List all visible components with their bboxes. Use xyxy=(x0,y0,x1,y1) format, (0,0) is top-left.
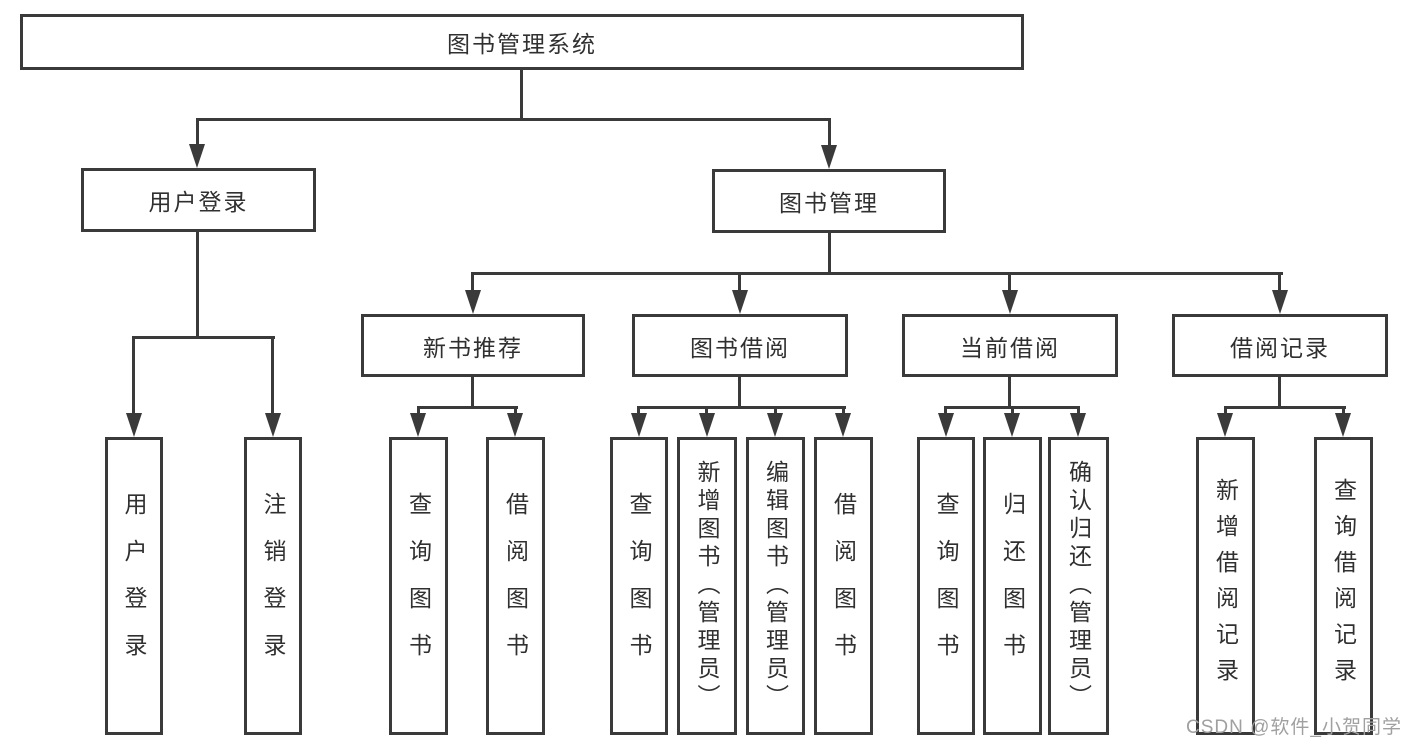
arrow-down-icon xyxy=(821,145,837,169)
arrow-down-icon xyxy=(938,413,954,437)
connector-borrowing-rail xyxy=(638,406,846,409)
leaf-add-book-admin-label: 新增图书（管理员） xyxy=(694,460,720,712)
arrow-down-icon xyxy=(465,290,481,314)
leaf-user-login-label: 用户登录 xyxy=(121,492,147,680)
leaf-edit-book-admin-label: 编辑图书（管理员） xyxy=(762,460,789,712)
arrow-down-icon xyxy=(189,144,205,168)
leaf-query-books: 查询图书 xyxy=(610,437,668,735)
arrow-down-icon xyxy=(126,413,142,437)
connector-drop-current-borrowing xyxy=(1008,272,1011,292)
connector-drop-borrow-books xyxy=(842,406,845,416)
node-new-book-recommend: 新书推荐 xyxy=(361,314,585,377)
connector-drop-book-borrowing xyxy=(738,272,741,292)
node-user-login-label: 用户登录 xyxy=(148,189,249,215)
connector-drop-query-record xyxy=(1342,406,1345,416)
leaf-query-books: 查询图书 xyxy=(917,437,975,735)
arrow-down-icon xyxy=(1070,413,1086,437)
connector-drop-query-books xyxy=(637,406,640,416)
leaf-borrow-books-label: 借阅图书 xyxy=(502,492,529,680)
connector-root-stem xyxy=(520,70,523,120)
connector-recommend-rail xyxy=(417,406,518,409)
leaf-confirm-return-admin-label: 确认归还（管理员） xyxy=(1065,460,1092,712)
node-root-label: 图书管理系统 xyxy=(447,31,597,57)
arrow-down-icon xyxy=(732,290,748,314)
arrow-down-icon xyxy=(835,413,851,437)
leaf-borrow-books: 借阅图书 xyxy=(486,437,545,735)
leaf-edit-book-admin: 编辑图书（管理员） xyxy=(746,437,805,735)
connector-records-stem xyxy=(1278,375,1281,408)
leaf-query-books-label: 查询图书 xyxy=(933,492,959,680)
node-book-borrowing-label: 图书借阅 xyxy=(690,334,790,361)
leaf-logout: 注销登录 xyxy=(244,437,302,735)
connector-drop-return-books xyxy=(1011,406,1014,416)
connector-drop-edit-book xyxy=(774,406,777,416)
connector-drop-add-book xyxy=(705,406,708,416)
arrow-down-icon xyxy=(1335,413,1351,437)
node-book-management: 图书管理 xyxy=(712,169,946,233)
leaf-return-books: 归还图书 xyxy=(983,437,1042,735)
connector-drop-user-login xyxy=(196,118,199,146)
node-current-borrowing: 当前借阅 xyxy=(902,314,1118,377)
leaf-add-book-admin: 新增图书（管理员） xyxy=(677,437,737,735)
node-book-management-label: 图书管理 xyxy=(779,190,879,216)
connector-drop-borrow-books xyxy=(514,406,517,416)
leaf-query-books: 查询图书 xyxy=(389,437,448,735)
arrow-down-icon xyxy=(699,413,715,437)
arrow-down-icon xyxy=(1272,290,1288,314)
arrow-down-icon xyxy=(410,413,426,437)
connector-mgmt-stem xyxy=(828,231,831,274)
leaf-borrow-books: 借阅图书 xyxy=(814,437,873,735)
connector-drop-leaf-logout xyxy=(271,336,274,415)
node-borrowing-records-label: 借阅记录 xyxy=(1230,334,1330,361)
connector-records-rail xyxy=(1224,406,1346,409)
leaf-user-login: 用户登录 xyxy=(105,437,163,735)
connector-borrowing-stem xyxy=(738,375,741,408)
leaf-return-books-label: 归还图书 xyxy=(999,492,1026,680)
connector-drop-book-management xyxy=(828,118,831,146)
node-user-login: 用户登录 xyxy=(81,168,316,232)
connector-root-rail xyxy=(196,118,831,121)
connector-current-stem xyxy=(1008,375,1011,408)
leaf-add-borrow-record: 新增借阅记录 xyxy=(1196,437,1255,735)
node-book-borrowing: 图书借阅 xyxy=(632,314,848,377)
leaf-confirm-return-admin: 确认归还（管理员） xyxy=(1048,437,1109,735)
arrow-down-icon xyxy=(1217,413,1233,437)
node-borrowing-records: 借阅记录 xyxy=(1172,314,1388,377)
node-new-book-recommend-label: 新书推荐 xyxy=(423,334,523,361)
connector-drop-add-record xyxy=(1224,406,1227,416)
leaf-query-borrow-record-label: 查询借阅记录 xyxy=(1330,478,1357,694)
connector-drop-new-book-recommend xyxy=(471,272,474,292)
leaf-query-borrow-record: 查询借阅记录 xyxy=(1314,437,1373,735)
connector-drop-borrowing-records xyxy=(1278,272,1281,292)
connector-drop-leaf-user-login xyxy=(132,336,135,415)
node-root: 图书管理系统 xyxy=(20,14,1024,70)
leaf-borrow-books-label: 借阅图书 xyxy=(830,492,857,680)
connector-drop-confirm-return xyxy=(1077,406,1080,416)
arrow-down-icon xyxy=(1002,290,1018,314)
node-current-borrowing-label: 当前借阅 xyxy=(960,334,1060,361)
leaf-query-books-label: 查询图书 xyxy=(405,492,432,680)
arrow-down-icon xyxy=(631,413,647,437)
watermark: CSDN @软件_小贺同学 xyxy=(1186,717,1402,738)
connector-drop-query-books xyxy=(417,406,420,416)
arrow-down-icon xyxy=(1004,413,1020,437)
arrow-down-icon xyxy=(767,413,783,437)
leaf-query-books-label: 查询图书 xyxy=(626,492,652,680)
connector-recommend-stem xyxy=(471,375,474,408)
connector-drop-query-books xyxy=(944,406,947,416)
arrow-down-icon xyxy=(265,413,281,437)
connector-login-stem xyxy=(196,230,199,338)
leaf-logout-label: 注销登录 xyxy=(260,492,286,680)
connector-login-rail xyxy=(132,336,275,339)
connector-mgmt-rail xyxy=(471,272,1283,275)
arrow-down-icon xyxy=(507,413,523,437)
leaf-add-borrow-record-label: 新增借阅记录 xyxy=(1212,478,1239,694)
